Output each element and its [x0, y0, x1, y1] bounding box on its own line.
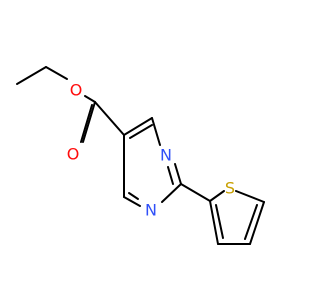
oxygen-ether-label: O: [70, 81, 83, 100]
bond-o-ether-carbonyl-carbon: [84, 95, 96, 103]
bond-pyrimidine-thiophene: [180, 183, 211, 202]
bond-c4-n3: [151, 117, 161, 146]
bond-carbonyl-double-b: [80, 104, 93, 143]
bond-thio-c2-s: [209, 190, 225, 202]
bond-s-thio-c5: [235, 190, 265, 203]
oxygen-carbonyl-label: O: [67, 145, 80, 164]
bond-ch3-ch2: [16, 66, 47, 85]
bond-n1-c6-inner: [128, 192, 139, 200]
bond-thio-c3-c2-inner: [215, 204, 224, 239]
bond-carbonyl-double-a: [82, 101, 96, 143]
molecule-structure-diagram: O O N N S: [16, 66, 265, 245]
bond-c5-c4-inner: [129, 124, 153, 139]
sulfur-label: S: [225, 179, 235, 198]
bond-n3-c2: [174, 163, 182, 185]
bond-ch2-o-ether: [45, 66, 68, 80]
bond-c5-c4: [123, 117, 153, 136]
nitrogen-lower-label: N: [145, 201, 157, 220]
bond-c2-n1: [161, 183, 182, 203]
bond-n1-c6: [123, 196, 141, 207]
bond-carbonyl-to-ring: [94, 101, 125, 136]
bond-thio-c5-c4-inner: [244, 204, 258, 240]
bond-n3-c2-inner: [167, 166, 174, 185]
bond-thio-c3-c2: [209, 200, 219, 245]
nitrogen-upper-label: N: [160, 146, 172, 165]
bond-thio-c5-c4: [249, 201, 265, 245]
